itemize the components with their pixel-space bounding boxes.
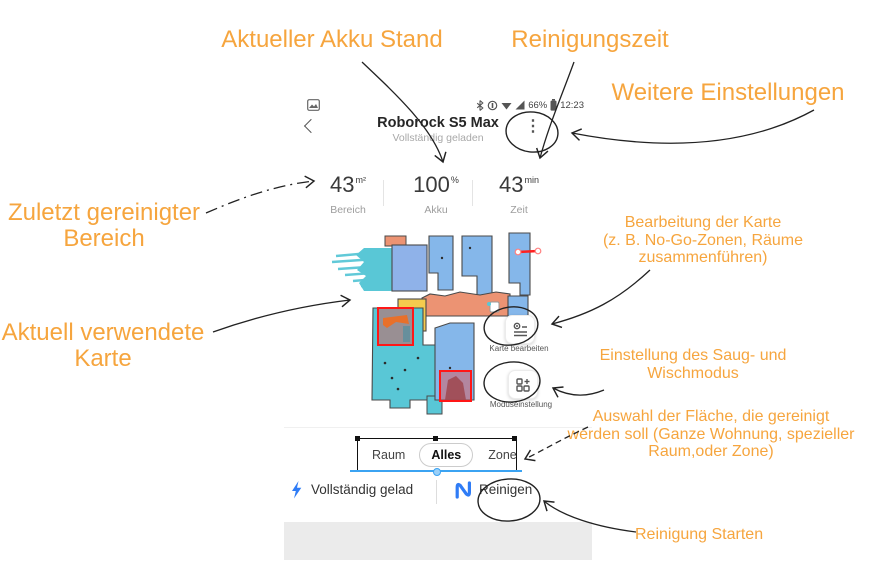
room-spray-teal: [356, 248, 392, 291]
room-teal-left: [371, 307, 441, 409]
mode-settings-label: Moduseinstellung: [489, 400, 553, 409]
battery-icon: [550, 99, 557, 111]
stat-area-value: 43: [330, 172, 355, 197]
annotation-last-area: Zuletzt gereinigter Bereich: [7, 199, 201, 253]
room-blue-upper-right: [461, 235, 493, 296]
stat-time-unit: min: [524, 175, 539, 185]
clean-squiggle-icon: [455, 481, 472, 499]
charge-status-text: Vollständig gelad: [311, 482, 414, 497]
charging-bolt-icon: [291, 481, 302, 499]
stat-battery-unit: %: [450, 175, 459, 185]
charging-dock: [489, 301, 500, 313]
segment-selection-box: Raum Alles Zone: [357, 438, 517, 470]
virtual-wall: [514, 247, 542, 256]
bottom-divider: [436, 480, 437, 504]
annotation-mode-setting: Einstellung des Saug- und Wischmodus: [599, 347, 787, 382]
bottom-action-row: Vollständig gelad Reinigen: [284, 480, 592, 508]
annotation-more-settings: Weitere Einstellungen: [611, 79, 845, 106]
floor-map[interactable]: [330, 228, 575, 420]
edit-map-label: Karte bearbeiten: [489, 344, 549, 353]
segment-zone[interactable]: Zone: [488, 447, 517, 462]
bluetooth-icon: [476, 99, 484, 111]
sheet-divider: [284, 427, 592, 428]
battery-percent: 66%: [528, 99, 548, 111]
status-bar: 66% 12:23: [284, 98, 592, 114]
annotation-map-editing: Bearbeitung der Karte (z. B. No-Go-Zonen…: [602, 214, 804, 267]
wifi-icon: [501, 101, 512, 110]
page-title: Roborock S5 Max: [377, 115, 499, 131]
arrow-more-settings: [570, 109, 815, 144]
stat-battery: 100% Akku: [391, 172, 481, 216]
stat-battery-value: 100: [413, 172, 450, 197]
annotation-start-cleaning: Reinigung Starten: [635, 526, 764, 543]
dock-dot: [487, 302, 491, 306]
mode-settings-button[interactable]: [508, 370, 538, 399]
no-go-zone: [377, 307, 414, 346]
stat-area: 43m² Bereich: [303, 172, 393, 216]
no-go-zone: [439, 370, 472, 402]
room-periwinkle: [391, 244, 428, 292]
segment-alles-selected[interactable]: Alles: [419, 442, 474, 467]
selection-bottom-handle[interactable]: [433, 468, 441, 476]
robot-status-subtitle: Vollständig geladen: [392, 132, 484, 144]
stat-battery-label: Akku: [424, 204, 448, 216]
map-edit-icon: [512, 322, 529, 338]
stat-area-label: Bereich: [330, 204, 366, 216]
signal-icon: [515, 100, 525, 110]
stat-time-label: Zeit: [510, 204, 528, 216]
selection-handle[interactable]: [512, 436, 517, 441]
clean-button[interactable]: Reinigen: [479, 482, 533, 497]
edit-map-button[interactable]: [505, 315, 535, 344]
room-blue-top: [428, 235, 454, 291]
stat-time-value: 43: [499, 172, 524, 197]
annotation-cleaning-time: Reinigungszeit: [511, 26, 669, 53]
room-blue-bottom: [434, 322, 475, 401]
vibrate-icon: [487, 100, 498, 111]
selection-handle[interactable]: [433, 436, 438, 441]
stat-area-unit: m²: [355, 175, 366, 185]
obstacle-dots: [383, 246, 472, 391]
stat-divider: [383, 180, 384, 206]
segment-raum[interactable]: Raum: [372, 447, 406, 462]
android-nav-bar: [284, 522, 592, 560]
stat-divider: [472, 180, 473, 206]
clock: 12:23: [560, 99, 584, 111]
kebab-menu-icon[interactable]: ⋮: [525, 118, 541, 135]
annotation-area-selection: Auswahl der Fläche, die gereinigt werden…: [567, 408, 855, 461]
annotation-battery: Aktueller Akku Stand: [221, 26, 443, 53]
annotation-current-map: Aktuell verwendete Karte: [1, 319, 205, 373]
room-blue-column: [508, 232, 531, 296]
stat-time: 43min Zeit: [474, 172, 564, 216]
mode-grid-plus-icon: [515, 377, 531, 393]
screenshot-icon: [307, 99, 320, 111]
selection-handle[interactable]: [355, 436, 360, 441]
phone-screenshot: 66% 12:23 Roborock S5 Max Vollständig ge…: [284, 88, 592, 560]
